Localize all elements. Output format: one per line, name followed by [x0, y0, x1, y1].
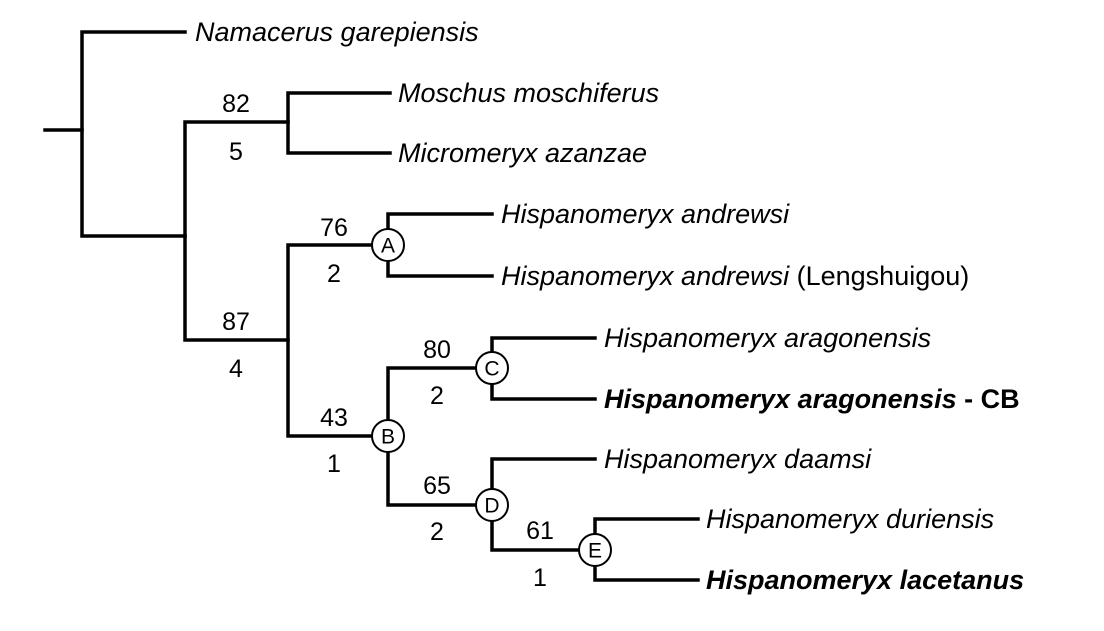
taxon-daamsi: Hispanomeryx daamsi	[604, 444, 872, 474]
bootstrap-moschidae: 82	[222, 90, 250, 118]
root-split	[80, 30, 187, 238]
tree-branches	[43, 30, 700, 582]
node-e-marker: E	[578, 533, 612, 567]
node-d-letter: D	[484, 495, 499, 518]
taxon-namacerus: Namacerus garepiensis	[195, 17, 479, 47]
bremer-node-b: 1	[327, 450, 341, 478]
bootstrap-node-d: 65	[423, 472, 451, 500]
bremer-node-c: 2	[430, 382, 444, 410]
taxon-lacetanus: Hispanomeryx lacetanus	[706, 565, 1024, 595]
taxon-micromeryx: Micromeryx azanzae	[398, 138, 647, 168]
bremer-node-e: 1	[533, 564, 547, 592]
bootstrap-node-a: 76	[320, 214, 348, 242]
node-b-marker: B	[371, 419, 405, 453]
moschidae-split	[286, 91, 392, 155]
bremer-node-d: 2	[430, 518, 444, 546]
node-a-marker: A	[371, 228, 405, 262]
node-a-letter: A	[381, 235, 395, 258]
taxon-moschus: Moschus moschiferus	[398, 78, 659, 108]
bootstrap-node-b: 43	[320, 404, 348, 432]
node-c-letter: C	[484, 358, 499, 381]
bootstrap-node-c: 80	[423, 336, 451, 364]
bremer-ingroup: 4	[229, 355, 243, 383]
node-e-letter: E	[588, 540, 602, 563]
support-values: 82 5 87 4 76 2 43 1 80 2 65 2 61 1	[222, 90, 554, 592]
outer-split	[183, 120, 290, 342]
taxon-andrewsi: Hispanomeryx andrewsi	[501, 199, 790, 229]
node-markers: A B C D E	[371, 228, 612, 567]
taxon-labels: Namacerus garepiensis Moschus moschiferu…	[195, 17, 1024, 595]
taxon-aragonensis-cb: Hispanomeryx aragonensis - CB	[604, 384, 1020, 414]
bremer-node-a: 2	[327, 260, 341, 288]
taxon-andrewsi-lengshuigou: Hispanomeryx andrewsi (Lengshuigou)	[501, 261, 969, 291]
bootstrap-ingroup: 87	[222, 308, 250, 336]
taxon-aragonensis: Hispanomeryx aragonensis	[604, 323, 931, 353]
bremer-moschidae: 5	[229, 138, 243, 166]
node-b-letter: B	[381, 426, 395, 449]
taxon-duriensis: Hispanomeryx duriensis	[706, 504, 994, 534]
node-c-marker: C	[475, 351, 509, 385]
bootstrap-node-e: 61	[526, 517, 554, 545]
node-d-marker: D	[475, 488, 509, 522]
